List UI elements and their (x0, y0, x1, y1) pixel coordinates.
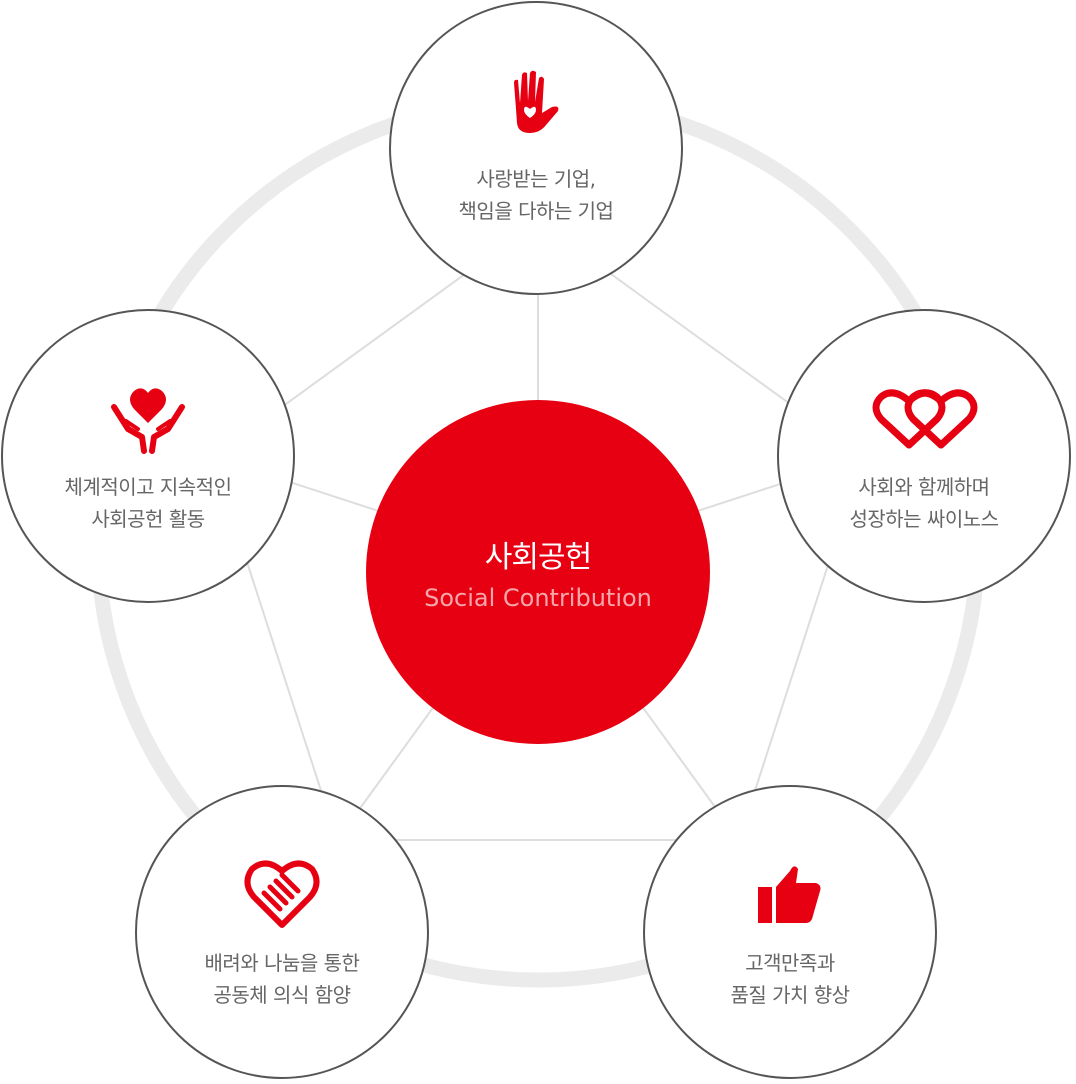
node-label-line: 사랑받는 기업, (476, 167, 596, 191)
node-grow-with-society: 사회와 함께하며 성장하는 싸이노스 (777, 309, 1071, 603)
node-community-spirit: 배려와 나눔을 통한 공동체 의식 함양 (135, 785, 429, 1079)
node-label-line: 성장하는 싸이노스 (849, 507, 999, 531)
node-label-line: 책임을 다하는 기업 (458, 199, 614, 223)
hand-heart-icon (514, 70, 559, 133)
node-label-line: 사회공헌 활동 (91, 507, 205, 531)
node-label-line: 사회와 함께하며 (858, 475, 990, 499)
center-subtitle: Social Contribution (424, 584, 652, 612)
node-loved-company: 사랑받는 기업, 책임을 다하는 기업 (389, 1, 683, 295)
node-label-line: 체계적이고 지속적인 (64, 475, 232, 499)
node-label-line: 품질 가치 향상 (730, 983, 850, 1007)
linked-hearts-icon (872, 389, 978, 449)
node-label-line: 배려와 나눔을 통한 (204, 951, 360, 975)
center-circle: 사회공헌 Social Contribution (366, 400, 710, 744)
node-customer-satisfaction: 고객만족과 품질 가치 향상 (643, 785, 937, 1079)
node-label-line: 공동체 의식 함양 (213, 983, 351, 1007)
thumbs-up-icon (758, 866, 821, 923)
handshake-heart-icon (244, 860, 320, 928)
center-title: 사회공헌 (484, 540, 592, 575)
hands-holding-heart-icon (111, 388, 185, 454)
node-systematic-activities: 체계적이고 지속적인 사회공헌 활동 (1, 309, 295, 603)
node-label-line: 고객만족과 (745, 951, 835, 975)
